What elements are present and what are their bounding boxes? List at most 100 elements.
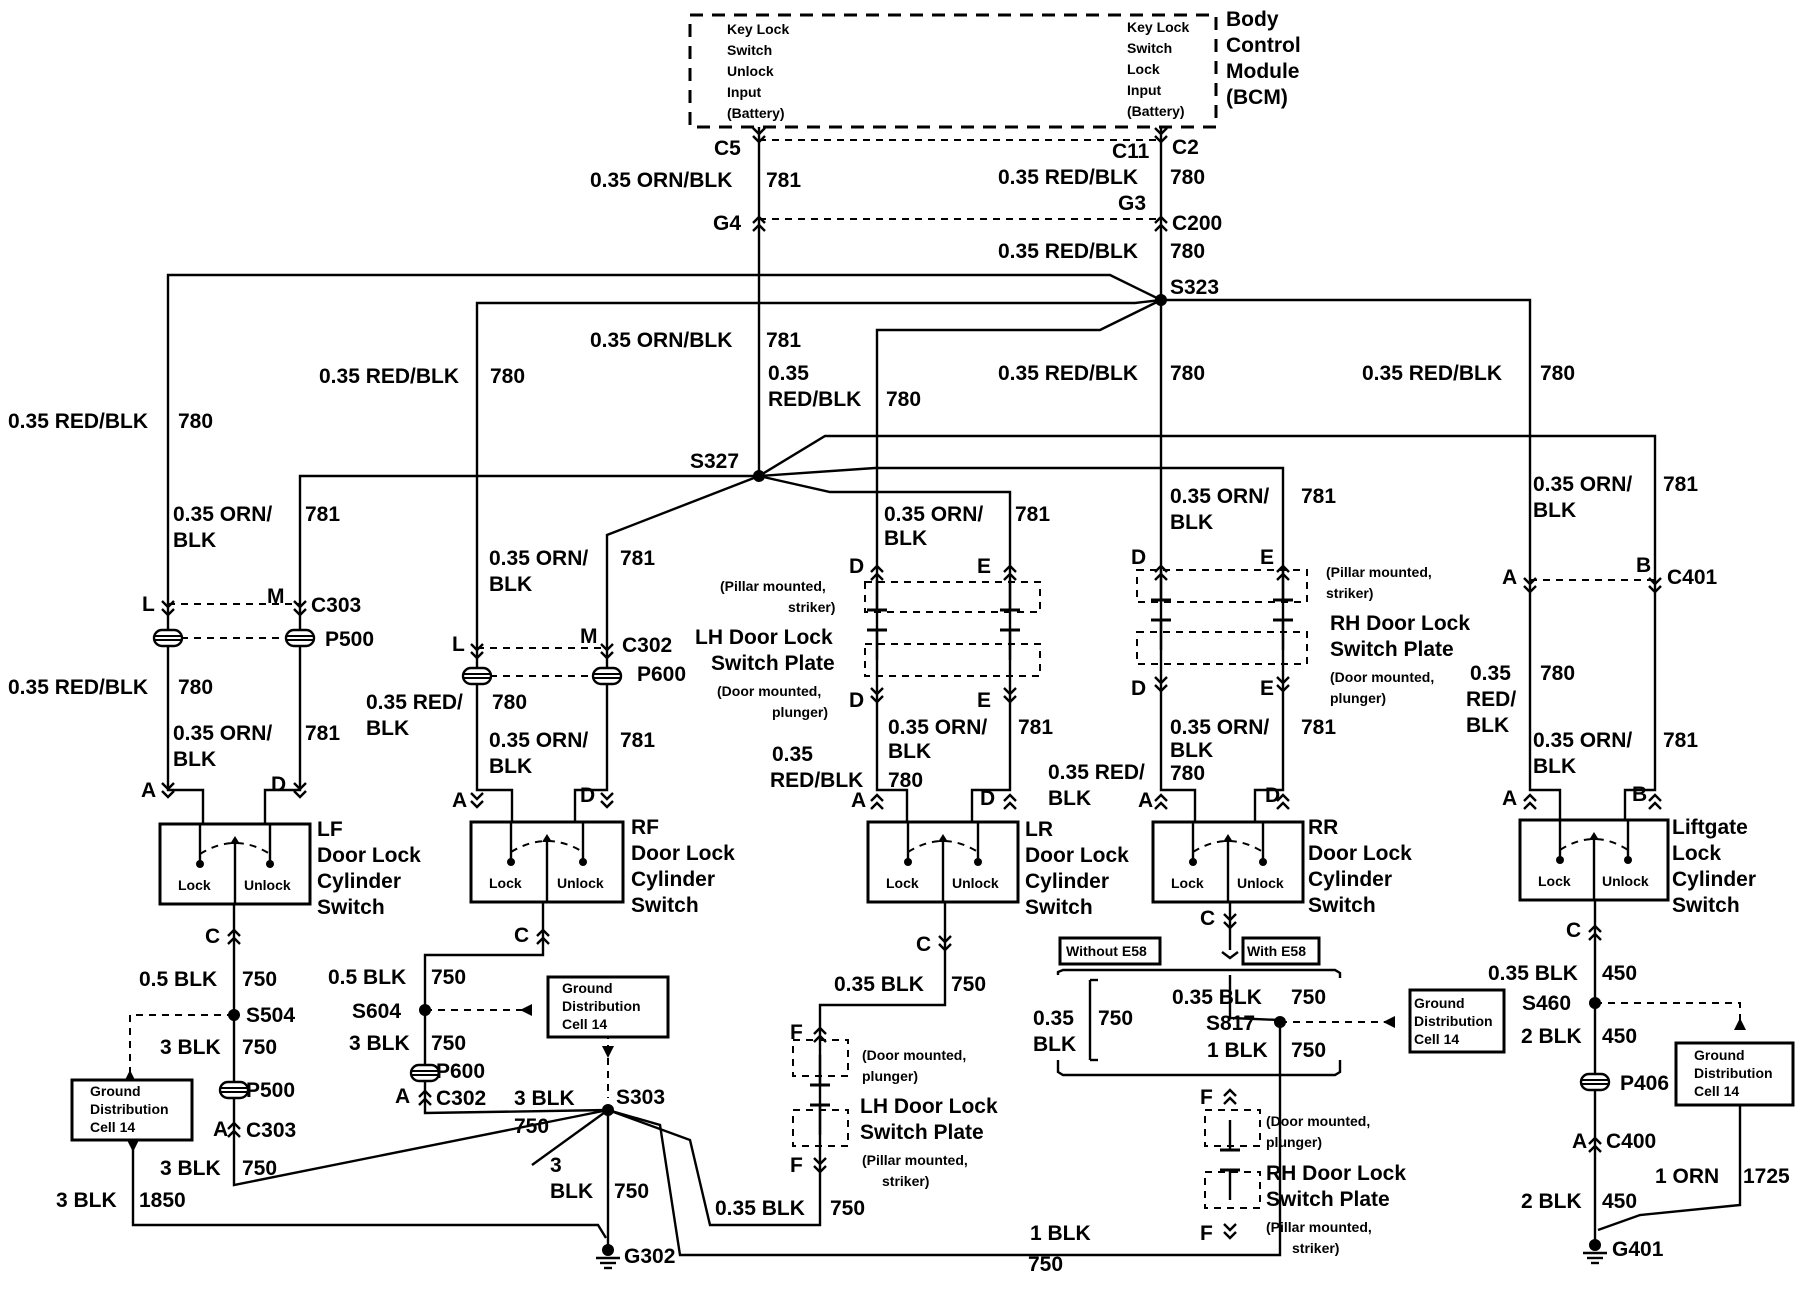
svg-text:E: E <box>1260 546 1274 569</box>
svg-text:Key Lock: Key Lock <box>727 21 789 37</box>
svg-text:1 BLK: 1 BLK <box>1030 1222 1091 1245</box>
svg-text:BLK: BLK <box>1170 739 1213 762</box>
svg-text:RED/BLK: RED/BLK <box>768 388 861 411</box>
svg-text:Ground: Ground <box>1414 995 1465 1011</box>
svg-text:E: E <box>1260 677 1274 700</box>
svg-text:BLK: BLK <box>173 748 216 771</box>
connector-chevron-icon <box>1523 577 1537 594</box>
svg-text:BLK: BLK <box>489 573 532 596</box>
connector-chevron-icon <box>536 928 550 945</box>
connector-chevron-icon <box>1588 1136 1602 1153</box>
svg-text:D: D <box>271 773 286 796</box>
svg-text:With E58: With E58 <box>1247 943 1306 959</box>
svg-text:0.35 RED/: 0.35 RED/ <box>1048 761 1145 784</box>
svg-text:C11: C11 <box>1112 140 1150 163</box>
svg-text:0.35 RED/BLK: 0.35 RED/BLK <box>998 240 1138 263</box>
svg-text:781: 781 <box>1301 716 1336 739</box>
svg-text:C302: C302 <box>622 634 672 657</box>
svg-text:780: 780 <box>1170 166 1205 189</box>
connector-chevron-icon <box>938 935 952 952</box>
svg-text:3: 3 <box>550 1154 562 1177</box>
svg-text:1 ORN: 1 ORN <box>1655 1165 1719 1188</box>
with-e58-box: With E58 <box>1241 936 1321 966</box>
svg-text:780: 780 <box>1540 662 1575 685</box>
svg-text:A: A <box>1502 787 1517 810</box>
svg-text:S460: S460 <box>1522 992 1571 1015</box>
connector-chevron-icon <box>161 782 175 799</box>
svg-text:C: C <box>1566 919 1581 942</box>
svg-text:plunger): plunger) <box>1330 690 1386 706</box>
svg-text:Ground: Ground <box>562 980 613 996</box>
svg-text:0.35: 0.35 <box>1033 1007 1074 1030</box>
connector-chevron-icon <box>600 643 614 660</box>
svg-text:G3: G3 <box>1118 192 1146 215</box>
svg-text:C401: C401 <box>1667 566 1718 589</box>
svg-text:Lock: Lock <box>1672 842 1721 865</box>
svg-text:LR: LR <box>1025 818 1053 841</box>
svg-text:M: M <box>267 585 285 608</box>
svg-text:P500: P500 <box>325 628 374 651</box>
svg-text:3 BLK: 3 BLK <box>160 1036 221 1059</box>
inline-connector-icon <box>284 628 316 648</box>
bcm-unlock-input-label: Key Lock Switch Unlock Input (Battery) <box>727 21 789 121</box>
svg-text:S303: S303 <box>616 1086 665 1109</box>
unlock-contact-label: Unlock <box>952 875 999 891</box>
svg-text:Door Lock: Door Lock <box>631 842 735 865</box>
svg-text:C: C <box>514 924 529 947</box>
svg-text:Input: Input <box>727 84 762 100</box>
svg-text:striker): striker) <box>882 1173 929 1189</box>
unlock-contact-label: Unlock <box>1602 873 1649 889</box>
svg-text:0.5 BLK: 0.5 BLK <box>139 968 217 991</box>
svg-text:781: 781 <box>305 503 340 526</box>
svg-text:B: B <box>1636 554 1651 577</box>
svg-text:(Door mounted,: (Door mounted, <box>717 683 821 699</box>
svg-text:Cell 14: Cell 14 <box>562 1016 607 1032</box>
switch-plate-contact-icon <box>810 1055 830 1135</box>
connector-chevron-icon <box>227 928 241 945</box>
lock-contact-label: Lock <box>886 875 919 891</box>
svg-text:780: 780 <box>1170 240 1205 263</box>
svg-text:M: M <box>580 625 598 648</box>
connector-chevron-icon <box>1003 564 1017 581</box>
svg-text:Cylinder: Cylinder <box>317 870 401 893</box>
lock-contact-label: Lock <box>1538 873 1571 889</box>
connector-chevron-icon <box>161 600 175 617</box>
svg-text:750: 750 <box>242 1036 277 1059</box>
svg-text:P500: P500 <box>246 1079 295 1102</box>
svg-text:Module: Module <box>1226 60 1300 83</box>
svg-text:0.35 RED/BLK: 0.35 RED/BLK <box>998 362 1138 385</box>
svg-text:E: E <box>977 555 991 578</box>
connector-chevron-icon <box>1648 577 1662 594</box>
svg-text:(Door mounted,: (Door mounted, <box>862 1047 966 1063</box>
svg-text:BLK: BLK <box>1048 787 1091 810</box>
svg-text:D: D <box>980 787 995 810</box>
svg-text:C: C <box>205 925 220 948</box>
svg-text:0.35 ORN/: 0.35 ORN/ <box>888 716 987 739</box>
svg-text:0.35 RED/BLK: 0.35 RED/BLK <box>1362 362 1502 385</box>
svg-text:3 BLK: 3 BLK <box>56 1189 117 1212</box>
svg-text:BLK: BLK <box>1170 511 1213 534</box>
svg-text:0.35 ORN/: 0.35 ORN/ <box>1170 485 1269 508</box>
svg-text:450: 450 <box>1602 1025 1637 1048</box>
svg-text:781: 781 <box>1018 716 1053 739</box>
svg-text:(Pillar mounted,: (Pillar mounted, <box>720 578 826 594</box>
svg-text:P406: P406 <box>1620 1072 1669 1095</box>
svg-text:2 BLK: 2 BLK <box>1521 1025 1582 1048</box>
connector-chevron-icon <box>293 600 307 617</box>
svg-text:Ground: Ground <box>1694 1047 1745 1063</box>
s504-dot <box>228 1009 240 1021</box>
svg-text:Switch Plate: Switch Plate <box>711 652 835 675</box>
svg-text:D: D <box>1131 546 1146 569</box>
inline-connector-icon <box>591 666 623 686</box>
connector-chevron-icon <box>870 793 884 810</box>
svg-text:0.35: 0.35 <box>1470 662 1511 685</box>
svg-text:P600: P600 <box>436 1060 485 1083</box>
svg-text:plunger): plunger) <box>772 704 828 720</box>
bcm-name-label: Body Control Module (BCM) <box>1226 8 1301 109</box>
lock-contact-label: Lock <box>489 875 522 891</box>
without-e58-box: Without E58 <box>1058 936 1162 966</box>
connector-chevron-icon <box>1223 1088 1237 1105</box>
svg-text:750: 750 <box>951 973 986 996</box>
